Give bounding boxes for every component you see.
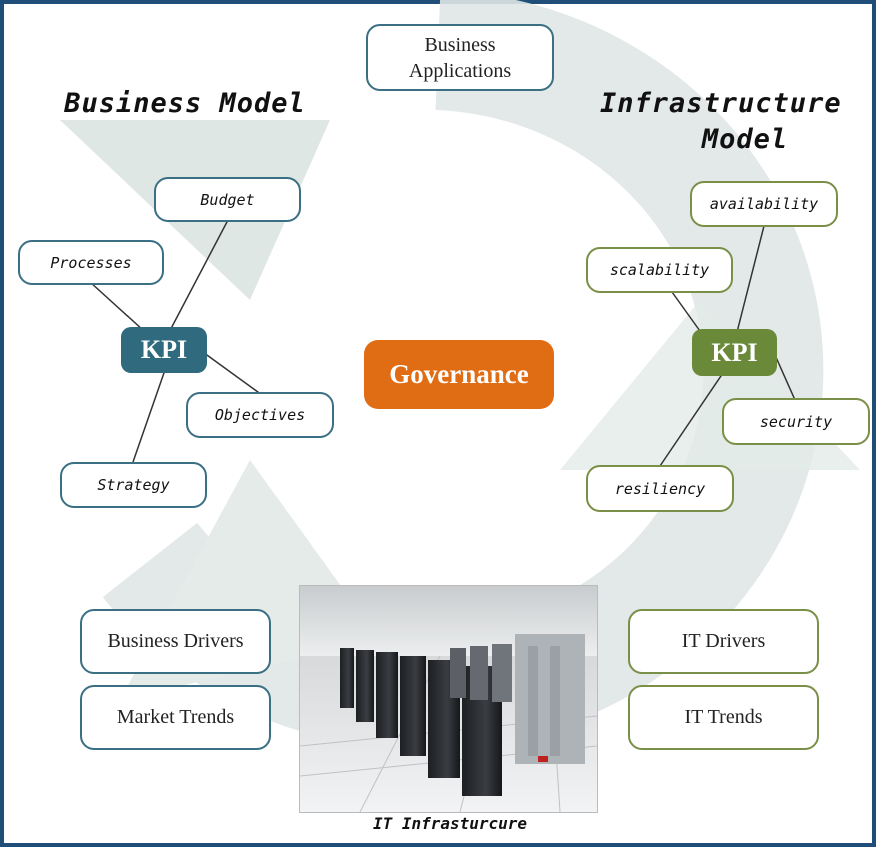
availability-box: availability <box>690 181 838 227</box>
connector-strategy <box>132 369 166 463</box>
connector-security <box>774 354 796 401</box>
processes-box: Processes <box>18 240 164 285</box>
infra-kpi-badge: KPI <box>692 329 777 376</box>
business-drivers-box: Business Drivers <box>80 609 271 674</box>
infrastructure-model-title-line2: Model <box>701 124 789 155</box>
it-drivers-box: IT Drivers <box>628 609 819 674</box>
datacenter-photo <box>299 585 598 813</box>
business-model-title: Business Model <box>64 88 306 119</box>
it-infrastructure-caption: IT Infrasturcure <box>372 814 528 833</box>
market-trends-box: Market Trends <box>80 685 271 750</box>
security-box: security <box>722 398 870 445</box>
business-applications-box: Business Applications <box>366 24 554 91</box>
strategy-box: Strategy <box>60 462 207 508</box>
objectives-box: Objectives <box>186 392 334 438</box>
governance-box: Governance <box>364 340 554 409</box>
resiliency-box: resiliency <box>586 465 734 512</box>
budget-box: Budget <box>154 177 301 222</box>
business-applications-line1: Business <box>424 33 496 56</box>
infrastructure-model-title-line1: Infrastructure <box>600 88 842 119</box>
connector-resiliency <box>659 369 726 467</box>
it-trends-box: IT Trends <box>628 685 819 750</box>
connector-availability <box>734 221 766 341</box>
business-applications-line2: Applications <box>408 59 512 82</box>
connector-objectives <box>199 349 263 396</box>
scalability-box: scalability <box>586 247 733 293</box>
connector-budget <box>164 219 229 341</box>
infrastructure-model-title: Infrastructure Model <box>600 86 842 158</box>
business-kpi-badge: KPI <box>121 327 207 373</box>
datacenter-illustration <box>300 586 597 812</box>
